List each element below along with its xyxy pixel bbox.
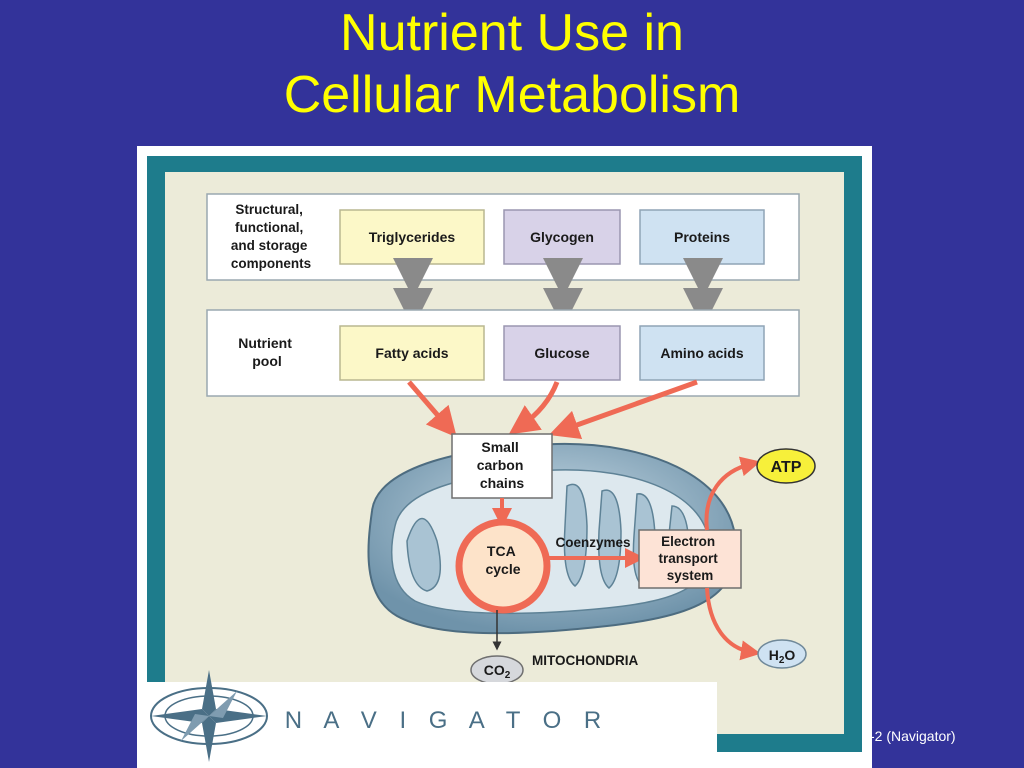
atp-label: ATP [771, 459, 802, 476]
storage-row-label: Structural, functional, and storage comp… [231, 202, 311, 271]
proteins-box [639, 209, 765, 265]
atp-arrow [704, 456, 761, 531]
nutrient-pool-label: Nutrient pool [238, 335, 296, 369]
amino-acids-label: Amino acids [660, 345, 743, 361]
tca-cycle-ring [455, 518, 551, 614]
navigator-wordmark: N A V I G A T O R [285, 707, 610, 734]
electron-transport-label: Electron transport system [658, 534, 721, 583]
title-line-2: Cellular Metabolism [283, 66, 741, 124]
water-arrow [705, 587, 761, 661]
glycogen-box [503, 209, 621, 265]
fatty-acids-arrow [407, 380, 457, 438]
slide-caption: -2 (Navigator) [870, 728, 956, 744]
compass-icon [150, 670, 268, 762]
water-label: H2O [769, 647, 796, 666]
glucose-label: Glucose [534, 345, 589, 361]
tca-cycle-label: TCA cycle [485, 543, 520, 577]
metabolism-figure: Structural, functional, and storage comp… [137, 146, 872, 768]
small-carbon-chains-box [451, 433, 553, 499]
catabolism-arrows [407, 379, 698, 440]
fatty-acids-box [339, 325, 485, 381]
amino-acids-arrow [548, 379, 698, 440]
proteins-label: Proteins [674, 229, 730, 245]
small-carbon-chains-label: Small carbon chains [477, 439, 528, 491]
water-oval [757, 639, 807, 669]
electron-transport-box [638, 529, 742, 589]
interconversion-arrows [393, 258, 723, 328]
coenzymes-label: Coenzymes [555, 535, 630, 550]
glycogen-label: Glycogen [530, 229, 594, 245]
metabolism-diagram: Structural, functional, and storage comp… [137, 156, 862, 768]
title-line-1: Nutrient Use in [340, 4, 684, 62]
glucose-box [503, 325, 621, 381]
slide-title: Nutrient Use in Cellular Metabolism [0, 2, 1024, 126]
atp-oval [756, 448, 816, 484]
amino-acids-box [639, 325, 765, 381]
fatty-acids-label: Fatty acids [375, 345, 448, 361]
mitochondria-label: MITOCHONDRIA [532, 653, 638, 668]
co2-label: CO2 [484, 662, 511, 681]
glucose-arrow [508, 381, 560, 435]
triglycerides-box [339, 209, 485, 265]
triglycerides-label: Triglycerides [369, 229, 456, 245]
